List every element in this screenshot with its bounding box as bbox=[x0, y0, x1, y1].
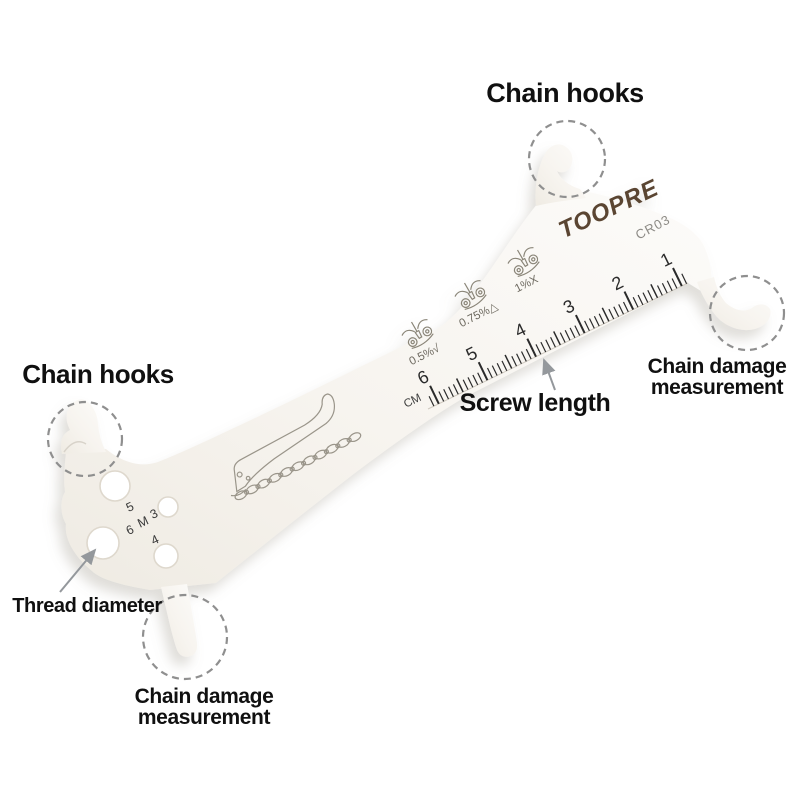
ruler-tick bbox=[618, 304, 625, 315]
label-chain-damage-bottom-line1: Chain damage bbox=[134, 685, 274, 708]
ruler-tick bbox=[452, 384, 459, 395]
ruler-tick bbox=[656, 285, 663, 296]
ruler-tick bbox=[613, 306, 620, 317]
ruler-tick bbox=[496, 363, 503, 374]
ruler-tick bbox=[569, 327, 576, 339]
ruler-tick bbox=[593, 315, 600, 327]
left-chain-hook bbox=[61, 399, 106, 454]
ruler-tick bbox=[516, 353, 522, 364]
label-screw-length: Screw length bbox=[459, 389, 611, 417]
chain-link-pin bbox=[289, 466, 295, 472]
tool-body bbox=[61, 192, 712, 590]
hole-m5 bbox=[99, 470, 131, 502]
screw-length-arrow bbox=[542, 358, 556, 391]
left-hook-gap-crease bbox=[63, 441, 87, 453]
label-chain-damage-right-line1: Chain damage bbox=[647, 355, 787, 378]
top-chain-hook bbox=[535, 144, 586, 206]
ruler-tick bbox=[455, 378, 464, 393]
ruler-tick bbox=[545, 339, 552, 350]
ruler-tick bbox=[584, 320, 590, 332]
ruler-tick bbox=[525, 348, 532, 360]
ruler-tick bbox=[661, 282, 668, 294]
hole-m3 bbox=[157, 496, 179, 518]
chain-link-pin bbox=[312, 454, 318, 461]
callout-circles bbox=[46, 119, 786, 681]
ruler-tick bbox=[550, 337, 556, 348]
ruler-tick bbox=[672, 267, 683, 287]
ruler-tick bbox=[671, 278, 678, 289]
label-chain-hooks-top: Chain hooks bbox=[486, 78, 644, 108]
ruler-tick bbox=[598, 313, 605, 324]
ruler-tick bbox=[647, 289, 654, 301]
right-chain-hook bbox=[697, 277, 771, 331]
ruler-tick bbox=[588, 318, 595, 329]
ruler-tick bbox=[477, 361, 489, 381]
ruler-tick bbox=[540, 341, 547, 353]
label-chain-damage-bottom: Chain damage measurement bbox=[115, 686, 293, 729]
ruler-tick bbox=[429, 385, 440, 405]
ruler-tick bbox=[623, 291, 635, 311]
chain-usage-engraving bbox=[230, 393, 362, 501]
ruler-tick bbox=[428, 395, 435, 407]
ruler-tick bbox=[520, 351, 527, 362]
ruler-tick bbox=[632, 297, 639, 308]
chain-link-pin bbox=[278, 472, 284, 478]
ruler-tick bbox=[681, 273, 688, 284]
ruler-tick bbox=[637, 294, 644, 306]
ruler-tick bbox=[608, 308, 615, 320]
chain-link-pin bbox=[346, 437, 352, 443]
chain-link-pin bbox=[266, 478, 272, 484]
ruler-tick bbox=[574, 325, 581, 336]
engraved-chain bbox=[234, 432, 362, 501]
ruler-tick bbox=[559, 332, 566, 343]
ruler-tick bbox=[564, 330, 571, 341]
label-chain-damage-right: Chain damage measurement bbox=[628, 356, 800, 399]
ruler-tick bbox=[462, 379, 469, 390]
label-chain-hooks-left: Chain hooks bbox=[22, 359, 174, 389]
label-chain-damage-right-line2: measurement bbox=[650, 376, 784, 400]
ruler-tick bbox=[467, 377, 474, 388]
ruler-tick bbox=[535, 344, 542, 355]
chain-link-pin bbox=[300, 460, 307, 466]
callout-arrows bbox=[59, 358, 556, 593]
callout-circle-bottom-prong bbox=[141, 593, 229, 681]
ruler-edge bbox=[427, 282, 689, 410]
ruler-tick bbox=[443, 388, 450, 400]
ruler-tick bbox=[472, 374, 479, 386]
ruler-tick bbox=[601, 307, 610, 322]
chain-link-pin bbox=[335, 443, 341, 449]
bottom-prong bbox=[161, 584, 198, 657]
ruler-tick bbox=[477, 372, 484, 383]
ruler-tick bbox=[491, 365, 498, 376]
ruler-tick bbox=[501, 360, 508, 372]
ruler-tick bbox=[622, 301, 629, 313]
ruler-tick bbox=[574, 314, 586, 334]
ruler-tick bbox=[448, 386, 454, 397]
thread-diameter-arrow bbox=[59, 548, 97, 593]
ruler-tick bbox=[504, 354, 513, 369]
ruler-tick bbox=[642, 292, 649, 303]
chain-link-pin bbox=[243, 489, 250, 495]
ruler-tick bbox=[526, 338, 537, 358]
chain-link bbox=[348, 432, 362, 443]
callout-circle-right-hook bbox=[708, 274, 786, 352]
callout-circle-left-hook bbox=[46, 400, 124, 478]
label-thread-diameter: Thread diameter bbox=[12, 595, 162, 617]
callout-circle-top-hook bbox=[527, 119, 607, 199]
ruler-tick bbox=[650, 283, 659, 299]
ruler-tick bbox=[553, 331, 561, 346]
ruler-tick bbox=[666, 280, 673, 291]
ruler-tick bbox=[511, 355, 518, 367]
hole-m4 bbox=[153, 543, 179, 569]
thread-gauge-holes bbox=[86, 470, 179, 569]
label-chain-damage-bottom-line2: measurement bbox=[137, 706, 271, 730]
chain-link-pin bbox=[255, 483, 261, 490]
ruler-tick bbox=[486, 367, 493, 379]
ruler-tick bbox=[438, 391, 445, 402]
